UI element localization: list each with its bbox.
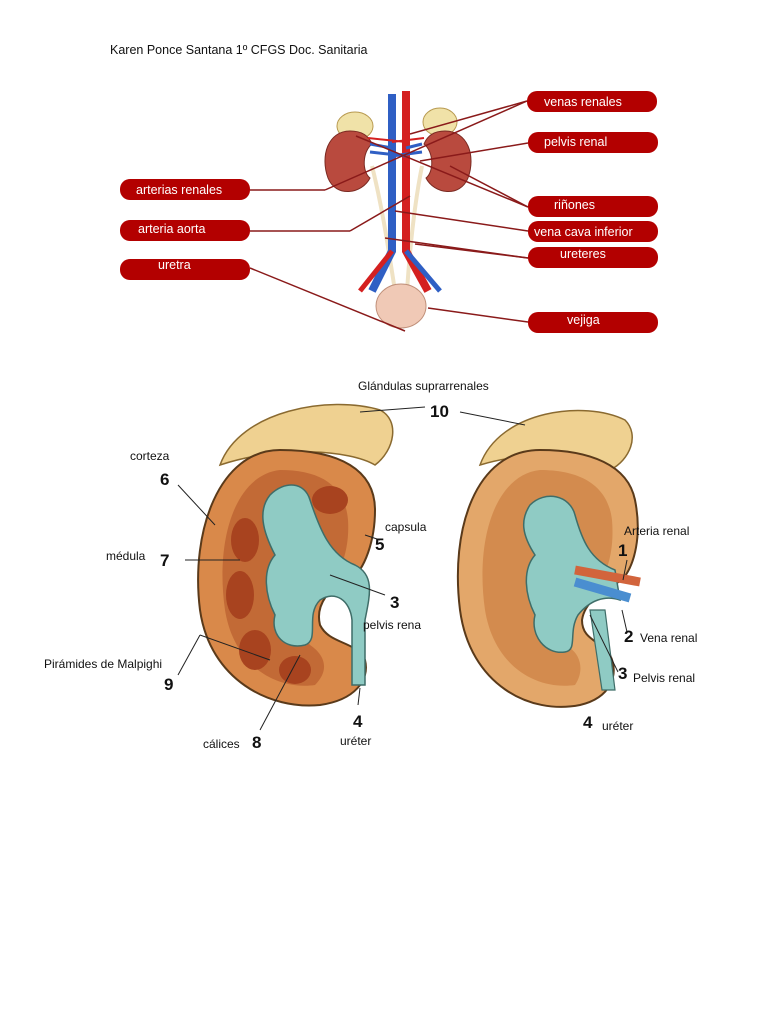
- title-glandulas: Glándulas suprarrenales: [358, 379, 489, 393]
- left-pyramids: [226, 486, 348, 684]
- svg-text:venas renales: venas renales: [544, 95, 622, 109]
- label-rinones: riñones: [528, 196, 658, 217]
- svg-text:riñones: riñones: [554, 198, 595, 212]
- left-renal-pelvis: [262, 484, 371, 686]
- number-5: 5: [375, 535, 384, 554]
- kidney-section-diagram: Glándulas suprarrenales corteza 6 médula: [30, 370, 760, 770]
- number-6: 6: [160, 470, 169, 489]
- number-8: 8: [252, 733, 261, 752]
- author-header: Karen Ponce Santana 1º CFGS Doc. Sanitar…: [110, 43, 368, 57]
- number-4-right: 4: [583, 713, 593, 732]
- svg-text:vena cava inferior: vena cava inferior: [534, 225, 633, 239]
- label-calices: cálices: [203, 737, 240, 751]
- urinary-system-diagram: venas renales pelvis renal arterias rena…: [110, 86, 670, 336]
- bladder: [375, 283, 427, 329]
- number-3-left: 3: [390, 593, 399, 612]
- label-ureter-right: uréter: [602, 719, 633, 733]
- renal-artery: [574, 565, 641, 587]
- urinary-system-svg: venas renales pelvis renal arterias rena…: [120, 91, 658, 333]
- label-pelvis-renal-left: pelvis rena: [363, 618, 421, 632]
- label-pelvis-renal-right: Pelvis renal: [633, 671, 695, 685]
- label-corteza: corteza: [130, 449, 170, 463]
- label-medula: médula: [106, 549, 146, 563]
- svg-text:vejiga: vejiga: [567, 313, 600, 327]
- number-7: 7: [160, 551, 169, 570]
- svg-text:pelvis renal: pelvis renal: [544, 135, 607, 149]
- leader-lines: [249, 100, 529, 332]
- iliac-branch-right: [404, 249, 442, 293]
- label-uretra: uretra: [120, 258, 250, 280]
- label-venas-renales: venas renales: [527, 91, 657, 112]
- right-ureter: [405, 165, 424, 292]
- right-ureter: [589, 609, 616, 691]
- label-arteria-aorta: arteria aorta: [120, 220, 250, 241]
- renal-arteries: [367, 137, 425, 143]
- svg-text:ureteres: ureteres: [560, 247, 606, 261]
- iliac-branch-left: [358, 249, 394, 293]
- label-piramides: Pirámides de Malpighi: [44, 657, 162, 671]
- label-capsula: capsula: [385, 520, 427, 534]
- label-vena-cava-inferior: vena cava inferior: [528, 221, 658, 242]
- kidney-section-svg: Glándulas suprarrenales corteza 6 médula: [44, 379, 697, 752]
- number-2: 2: [624, 627, 633, 646]
- left-ureter: [370, 165, 397, 292]
- svg-text:arteria aorta: arteria aorta: [138, 222, 205, 236]
- label-ureteres: ureteres: [528, 247, 658, 268]
- number-9: 9: [164, 675, 173, 694]
- svg-text:arterias renales: arterias renales: [136, 183, 222, 197]
- label-arterias-renales: arterias renales: [120, 179, 250, 200]
- label-vejiga: vejiga: [528, 312, 658, 333]
- number-10: 10: [430, 402, 449, 421]
- label-arteria-renal: Arteria renal: [624, 524, 689, 538]
- right-kidney: [423, 130, 472, 192]
- renal-vein: [573, 577, 632, 603]
- label-pelvis-renal: pelvis renal: [528, 132, 658, 153]
- svg-text:uretra: uretra: [158, 258, 191, 272]
- label-vena-renal: Vena renal: [640, 631, 697, 645]
- number-4-left: 4: [353, 712, 363, 731]
- number-3-right: 3: [618, 664, 627, 683]
- label-ureter-left: uréter: [340, 734, 371, 748]
- number-1: 1: [618, 541, 627, 560]
- section-leader-lines: [177, 406, 628, 731]
- right-renal-pelvis: [523, 495, 621, 653]
